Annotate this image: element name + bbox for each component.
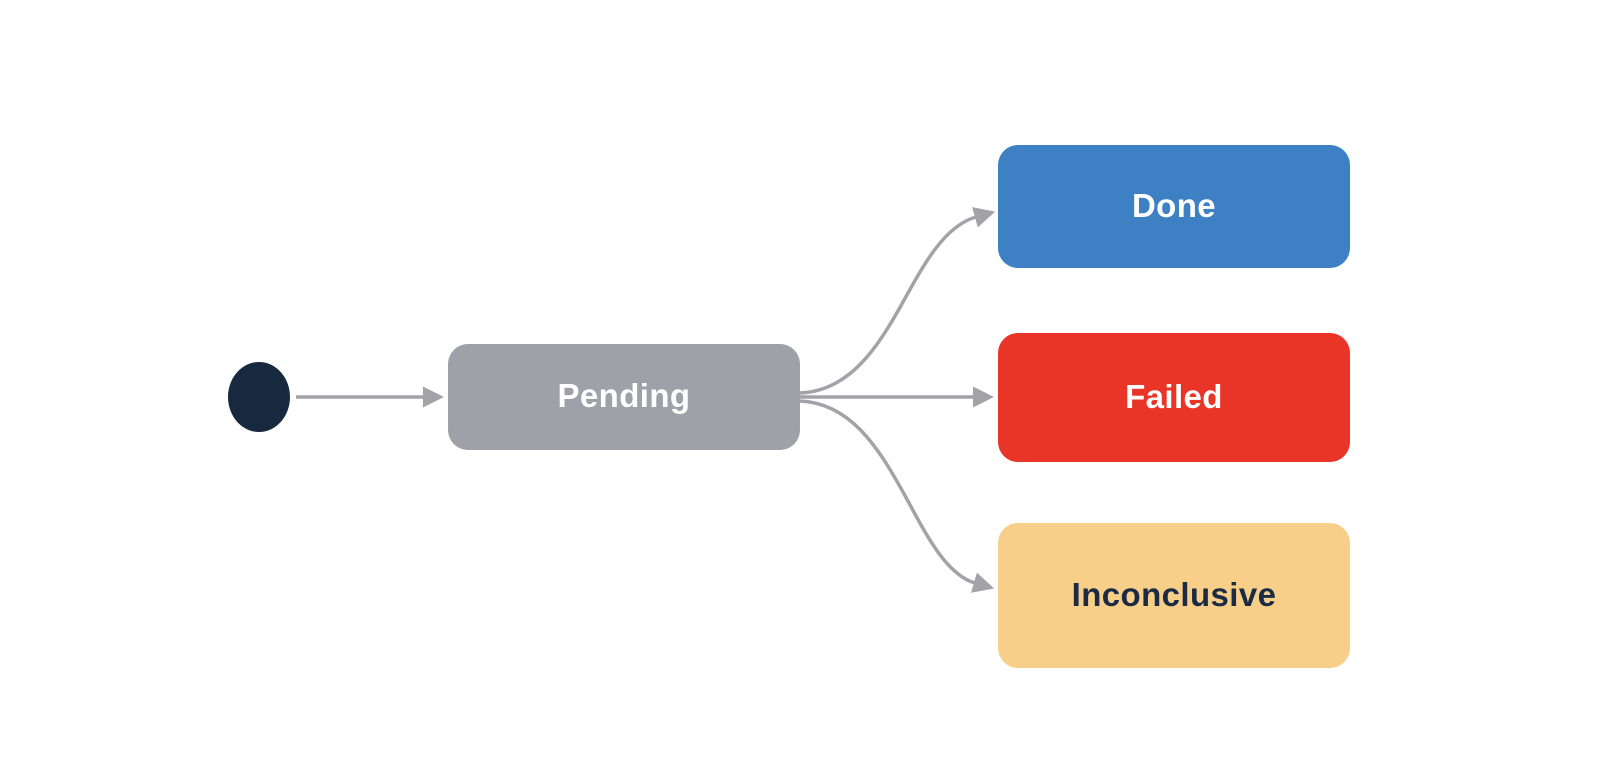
state-node-label: Inconclusive [1071, 575, 1277, 613]
state-node-inconclusive: Inconclusive [998, 523, 1350, 668]
state-node-label: Done [1131, 186, 1217, 224]
edge-pending-to-done [799, 207, 996, 395]
state-node-label: Pending [557, 377, 691, 414]
edge-pending-to-inconclusive [799, 399, 995, 593]
state-node-failed: Failed [998, 333, 1350, 462]
state-node-done: Done [998, 145, 1350, 268]
state-node-pending: Pending [448, 344, 800, 450]
initial-state-node [228, 362, 290, 432]
state-node-label: Failed [1125, 377, 1223, 415]
